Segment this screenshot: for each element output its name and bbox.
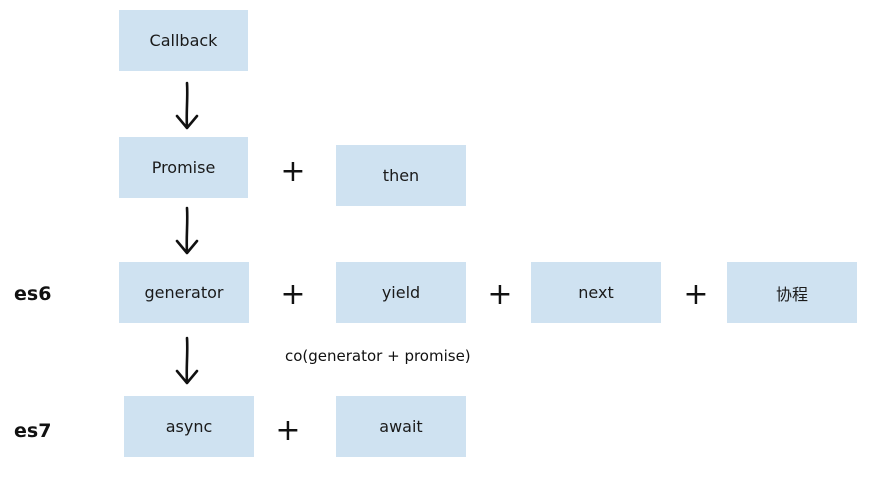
down-arrow-icon	[175, 206, 199, 255]
callback-box: Callback	[119, 10, 248, 71]
plus-icon: +	[275, 413, 301, 448]
es6-label: es6	[14, 283, 52, 305]
plus-icon: +	[280, 154, 306, 189]
plus-icon: +	[683, 277, 709, 312]
yield-box: yield	[336, 262, 466, 323]
next-box: next	[531, 262, 661, 323]
co-note: co(generator + promise)	[285, 347, 471, 365]
down-arrow-icon	[175, 336, 199, 385]
generator-box: generator	[119, 262, 249, 323]
down-arrow-icon	[175, 81, 199, 130]
promise-box: Promise	[119, 137, 248, 198]
async-box: async	[124, 396, 254, 457]
coroutine-box: 协程	[727, 262, 857, 323]
plus-icon: +	[280, 277, 306, 312]
es7-label: es7	[14, 420, 52, 442]
await-box: await	[336, 396, 466, 457]
then-box: then	[336, 145, 466, 206]
plus-icon: +	[487, 277, 513, 312]
